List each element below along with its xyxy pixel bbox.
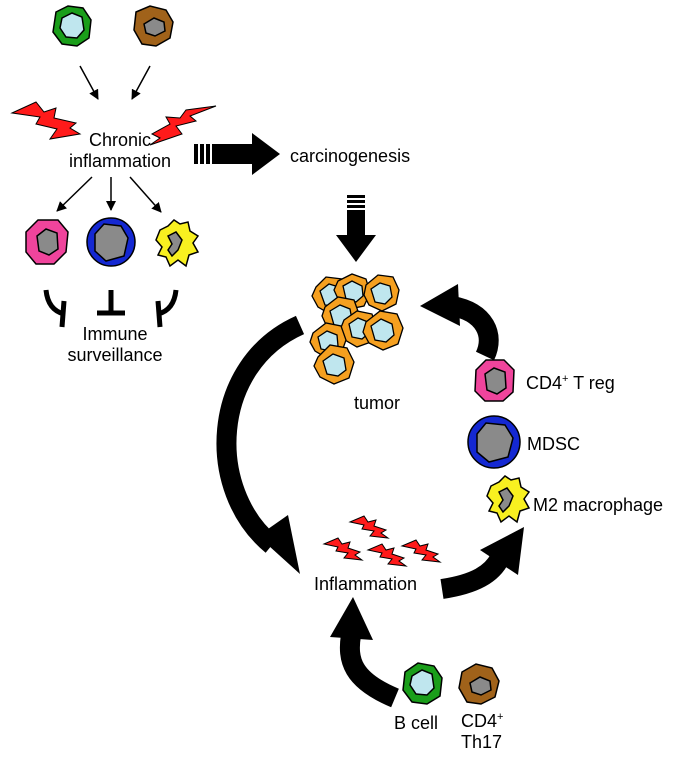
- tumor-label: tumor: [354, 393, 401, 413]
- lightning-bolt-icon: [400, 539, 442, 563]
- tumor-cluster-icon: [309, 273, 404, 385]
- tumor-cell: [313, 344, 355, 385]
- mdsc-left-icon: [86, 217, 136, 267]
- th17-top-icon: [133, 5, 174, 47]
- arrow-chronic-to-macrophage: [129, 176, 162, 213]
- mdsc-label: MDSC: [527, 434, 580, 454]
- tumor-cell: [362, 310, 404, 351]
- chronic-inflammation-label: Chronic inflammation: [60, 130, 180, 172]
- carcinogenesis-label: carcinogenesis: [290, 146, 411, 166]
- treg-left-icon: [25, 219, 69, 265]
- arrow-chronic-to-treg: [56, 176, 93, 212]
- mdsc-right-icon: [467, 415, 521, 469]
- immune-label-line1: Immune: [82, 324, 148, 344]
- bcell-bottom-icon: [402, 662, 443, 705]
- lightning-bolt-icon: [322, 537, 364, 561]
- lightning-bolt-icon: [149, 105, 217, 146]
- inhibition-macrophage: [155, 289, 179, 328]
- th17-label: CD4+ Th17: [461, 711, 504, 752]
- inflammation-label: Inflammation: [314, 574, 418, 594]
- lightning-bolt-icon: [348, 515, 390, 539]
- inhibition-mdsc: [97, 290, 125, 316]
- tumor-cell: [363, 274, 400, 312]
- treg-label: CD4+ T reg: [526, 373, 615, 393]
- bcell-label: B cell: [394, 713, 439, 733]
- arrow-cells-to-tumor: [420, 284, 499, 361]
- macrophage-right-icon: [486, 475, 531, 524]
- lightning-bolt-icon: [10, 101, 82, 140]
- immune-surveillance-label: Immune surveillance: [40, 324, 190, 366]
- arrow-inflammation-to-cells: [440, 527, 524, 599]
- lightning-bolt-icon: [366, 543, 408, 567]
- immune-label-line2: surveillance: [67, 345, 163, 365]
- arrow-carcinogenesis-to-tumor: [336, 195, 376, 262]
- treg-right-icon: [474, 359, 515, 402]
- th17-bottom-icon: [458, 663, 500, 705]
- arrow-th17-to-chronic: [131, 65, 151, 100]
- bcell-top-icon: [52, 5, 92, 47]
- arrow-bcell-to-chronic: [79, 65, 99, 100]
- arrow-to-carcinogenesis: [194, 133, 280, 175]
- inhibition-treg: [43, 289, 67, 328]
- arrow-tumor-to-inflammation: [216, 315, 305, 574]
- chronic-label-line1: Chronic: [88, 130, 152, 150]
- chronic-label-line2: inflammation: [68, 151, 172, 171]
- macrophage-left-icon: [155, 219, 200, 268]
- m2-macrophage-label: M2 macrophage: [533, 495, 664, 515]
- arrow-bcell-to-inflammation: [330, 597, 400, 708]
